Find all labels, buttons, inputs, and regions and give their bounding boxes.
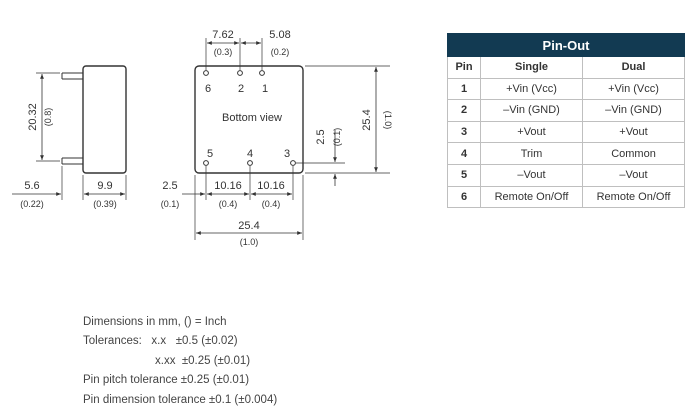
table-cell: Remote On/Off	[480, 185, 583, 209]
pin-4-label: 4	[247, 148, 253, 160]
side-view-body	[82, 65, 127, 174]
width-inch-label: (1.0)	[240, 237, 259, 247]
pin-3-label: 3	[284, 148, 290, 160]
table-cell: Trim	[480, 142, 583, 165]
pin-5	[203, 160, 209, 166]
height-label: 25.4	[361, 109, 373, 130]
pin-1	[259, 70, 265, 76]
notes-pin-dimension: Pin dimension tolerance ±0.1 (±0.004)	[83, 393, 278, 406]
table-row: 1 +Vin (Vcc) +Vin (Vcc)	[447, 77, 685, 101]
table-row: 6 Remote On/Off Remote On/Off	[447, 185, 685, 209]
notes: Dimensions in mm, () = Inch Tolerances: …	[83, 313, 277, 410]
pin-5-label: 5	[207, 148, 213, 160]
table-row: 5 –Vout –Vout	[447, 163, 685, 187]
bottom-pitch-a-label: 10.16	[214, 180, 242, 192]
body-depth-inch-label: (0.39)	[93, 199, 117, 209]
table-cell: –Vin (GND)	[480, 99, 583, 122]
height-inch-label: (1.0)	[383, 111, 393, 130]
width-label: 25.4	[238, 220, 259, 232]
table-row: 3 +Vout +Vout	[447, 120, 685, 144]
table-row: 2 –Vin (GND) –Vin (GND)	[447, 99, 685, 122]
top-pitch-b-label: 5.08	[269, 29, 290, 41]
notes-tolerance-x-x: Tolerances: x.x ±0.5 (±0.02)	[83, 332, 277, 351]
top-pitch-b-inch-label: (0.2)	[271, 47, 290, 57]
table-cell: –Vout	[582, 163, 685, 187]
table-cell: 5	[447, 163, 481, 187]
tolerance-value-x-x: ±0.5 (±0.02)	[175, 335, 238, 348]
notes-tolerance-x-xx: x.xx ±0.25 (±0.01)	[83, 352, 277, 371]
table-cell: 6	[447, 185, 481, 209]
bottom-view	[182, 38, 390, 240]
table-cell: 2	[447, 99, 481, 122]
pin-6	[203, 70, 209, 76]
table-cell: +Vout	[480, 120, 583, 144]
pin-6-label: 6	[205, 83, 211, 95]
bottom-offset-inch-label: (0.1)	[332, 128, 342, 147]
table-cell: Common	[582, 142, 685, 165]
pinout-header-pin: Pin	[447, 56, 481, 79]
table-cell: +Vin (Vcc)	[480, 77, 583, 101]
tolerance-value-x-xx: ±0.25 (±0.01)	[181, 354, 251, 367]
pin-2	[237, 70, 243, 76]
pinout-title: Pin-Out	[447, 33, 685, 57]
table-cell: –Vin (GND)	[582, 99, 685, 122]
top-pitch-a-label: 7.62	[212, 29, 233, 41]
table-cell: +Vout	[582, 120, 685, 144]
left-offset-inch-label: (0.1)	[161, 199, 180, 209]
top-pitch-a-inch-label: (0.3)	[214, 47, 233, 57]
bottom-offset-label: 2.5	[315, 129, 327, 144]
tolerance-format-x-xx: x.xx	[155, 354, 176, 367]
pinout-header-dual: Dual	[582, 56, 685, 79]
pinout-header-single: Single	[480, 56, 583, 79]
table-cell: +Vin (Vcc)	[582, 77, 685, 101]
notes-pin-pitch: Pin pitch tolerance ±0.25 (±0.01)	[83, 374, 250, 387]
table-cell: 1	[447, 77, 481, 101]
bottom-view-body	[194, 65, 304, 174]
tolerance-label: Tolerances:	[83, 335, 142, 348]
side-height-inch-label: (0.8)	[43, 108, 53, 127]
bottom-pitch-b-inch-label: (0.4)	[262, 199, 281, 209]
bottom-pitch-a-inch-label: (0.4)	[219, 199, 238, 209]
table-cell: 4	[447, 142, 481, 165]
bottom-pitch-b-label: 10.16	[257, 180, 285, 192]
side-height-label: 20.32	[27, 103, 39, 131]
pin-1-label: 1	[262, 83, 268, 95]
bottom-view-label: Bottom view	[222, 112, 282, 124]
tolerance-format-x-x: x.x	[151, 335, 167, 348]
side-view	[12, 65, 127, 200]
table-row: 4 Trim Common	[447, 142, 685, 165]
lead-length-inch-label: (0.22)	[20, 199, 44, 209]
lead-length-label: 5.6	[24, 180, 39, 192]
pin-4	[247, 160, 253, 166]
body-depth-label: 9.9	[97, 180, 112, 192]
pinout-table: Pin-Out Pin Single Dual 1 +Vin (Vcc) +Vi…	[447, 33, 685, 209]
left-offset-label: 2.5	[162, 180, 177, 192]
mechanical-drawing: 20.32 (0.8) 5.6 (0.22) 9.9 (0.39)	[12, 29, 393, 247]
table-cell: –Vout	[480, 163, 583, 187]
pin-2-label: 2	[238, 83, 244, 95]
table-cell: Remote On/Off	[582, 185, 685, 209]
table-cell: 3	[447, 120, 481, 144]
notes-units: Dimensions in mm, () = Inch	[83, 316, 227, 328]
pinout-header-row: Pin Single Dual	[447, 56, 685, 79]
pin-3	[290, 160, 296, 166]
